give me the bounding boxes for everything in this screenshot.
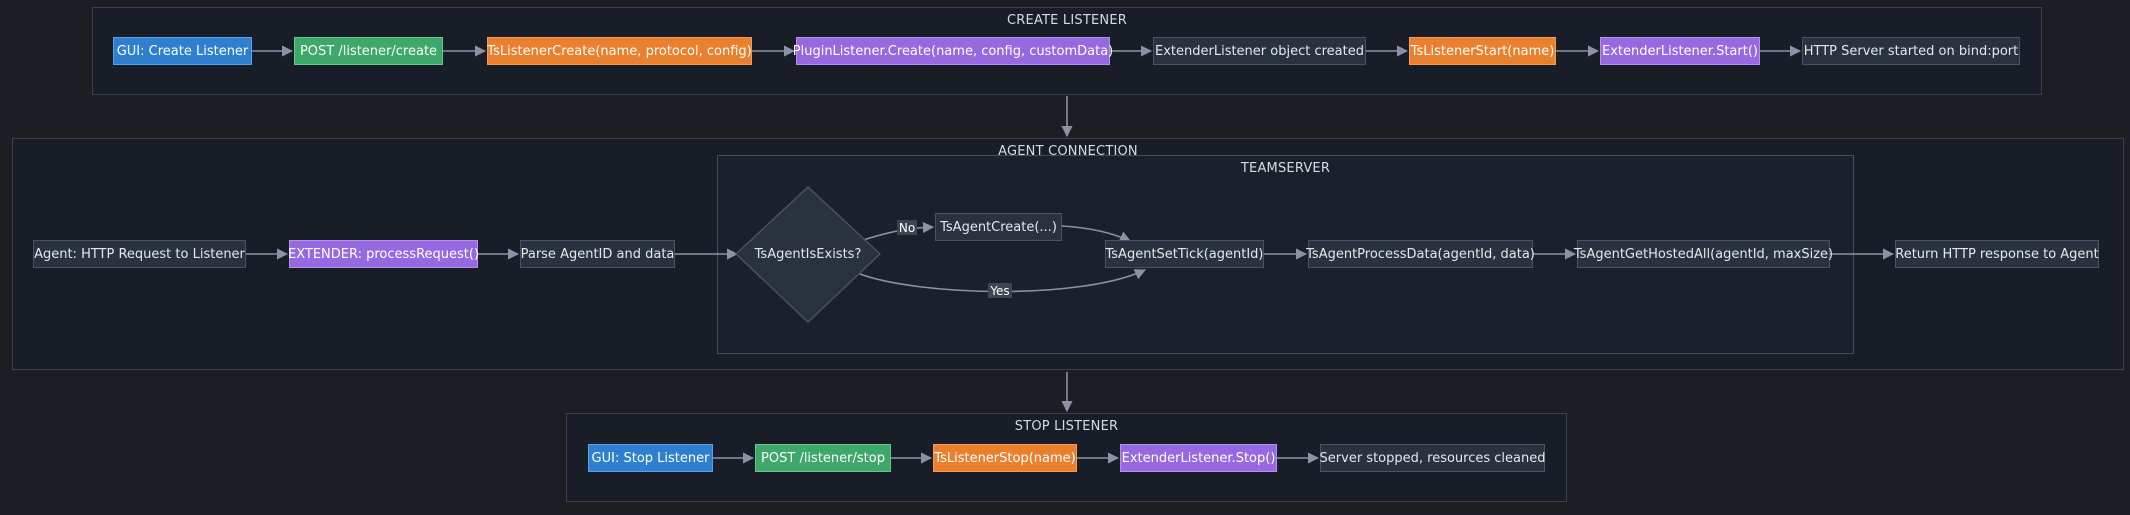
node-gui-create-listener: GUI: Create Listener	[113, 37, 252, 65]
node-return-http-response: Return HTTP response to Agent	[1895, 240, 2099, 268]
node-post-listener-create: POST /listener/create	[294, 37, 443, 65]
node-ts-agent-create: TsAgentCreate(...)	[935, 213, 1062, 241]
node-extender-listener-stop: ExtenderListener.Stop()	[1120, 444, 1277, 472]
node-extender-listener-created: ExtenderListener object created	[1153, 37, 1366, 65]
node-ts-listener-start: TsListenerStart(name)	[1409, 37, 1556, 65]
group-title-create-listener: CREATE LISTENER	[1007, 13, 1127, 28]
node-server-stopped: Server stopped, resources cleaned	[1320, 444, 1545, 472]
node-gui-stop-listener: GUI: Stop Listener	[588, 444, 713, 472]
decision-label: TsAgentIsExists?	[754, 246, 862, 262]
node-ts-agent-get-hosted-all: TsAgentGetHostedAll(agentId, maxSize)	[1574, 240, 1833, 268]
node-extender-process-request: EXTENDER: processRequest()	[288, 240, 479, 268]
node-ts-agent-process-data: TsAgentProcessData(agentId, data)	[1306, 240, 1535, 268]
node-agent-http-request: Agent: HTTP Request to Listener	[33, 240, 246, 268]
node-http-server-started: HTTP Server started on bind:port	[1802, 37, 2020, 65]
group-title-stop-listener: STOP LISTENER	[1014, 419, 1119, 434]
node-plugin-listener-create: PluginListener.Create(name, config, cust…	[793, 37, 1113, 65]
node-ts-agent-set-tick: TsAgentSetTick(agentId)	[1105, 240, 1264, 268]
node-parse-agentid: Parse AgentID and data	[520, 240, 675, 268]
edge-label-no: No	[897, 220, 917, 235]
edge-label-yes: Yes	[988, 283, 1012, 298]
node-ts-listener-create: TsListenerCreate(name, protocol, config)	[487, 37, 752, 65]
node-ts-listener-stop: TsListenerStop(name)	[933, 444, 1077, 472]
group-title-teamserver: TEAMSERVER	[1240, 161, 1331, 176]
node-extender-listener-start: ExtenderListener.Start()	[1600, 37, 1760, 65]
node-post-listener-stop: POST /listener/stop	[755, 444, 891, 472]
